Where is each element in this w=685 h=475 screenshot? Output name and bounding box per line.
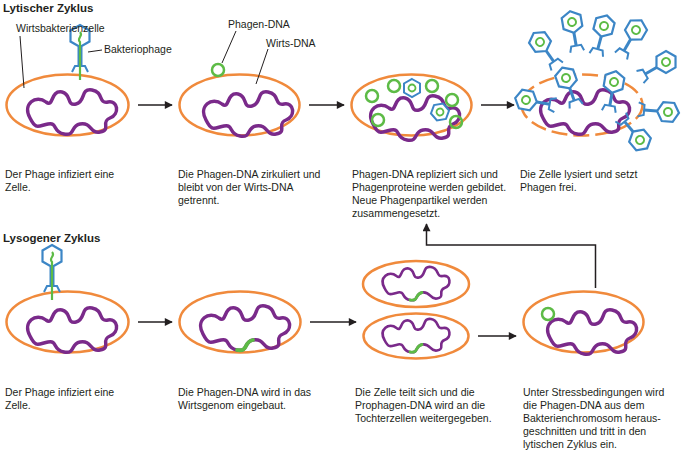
- host-dna: [541, 90, 630, 134]
- cell-outline: [178, 290, 302, 354]
- step-caption: Unter Stressbedingungen wird die Phagen-…: [523, 386, 675, 451]
- bacterial-cell: Der Phage infiziert eine Zelle.: [5, 73, 130, 137]
- cell-outline: [520, 73, 644, 137]
- bacterial-cell: Die Zelle lysiert und setzt Phagen frei.: [520, 73, 644, 137]
- bacterial-cell: Unter Stressbedingungen wird die Phagen-…: [522, 290, 645, 354]
- prophage-dna: [410, 293, 422, 301]
- phage-symbol: [613, 111, 654, 155]
- step-arrow: [427, 224, 596, 288]
- step-arrow: [478, 335, 516, 337]
- caption-group: Unter Stressbedingungen wird die Phagen-…: [523, 386, 675, 451]
- cell-membrane: [7, 292, 129, 353]
- leader-line: [256, 49, 268, 84]
- cell-membrane: [7, 75, 129, 136]
- phage-symbol: [553, 64, 585, 109]
- cell-membrane: [352, 75, 472, 136]
- host-dna: [204, 92, 293, 136]
- phage-head: [404, 79, 420, 97]
- host-dna: [28, 90, 117, 134]
- caption-group: Die Phagen-DNA wird in das Wirtsgenom ei…: [178, 386, 313, 412]
- cell-outline: [178, 73, 301, 137]
- phage-dna-circle: [388, 80, 400, 92]
- phage-symbol: [587, 13, 616, 58]
- callout-label: Bakteriophage: [104, 43, 172, 56]
- step-arrow: [138, 321, 172, 323]
- cell-outline: [5, 73, 130, 137]
- section-title: Lytischer Zyklus: [3, 2, 93, 15]
- phage-dna-circle: [446, 94, 458, 106]
- bacterial-cell: Die Zelle teilt sich und die Prophagen-D…: [362, 312, 470, 360]
- step-caption: Die Zelle teilt sich und die Prophagen-D…: [355, 386, 505, 425]
- injecting-phage: [43, 245, 62, 300]
- cell-outline: [522, 290, 645, 354]
- callout-label: Wirtsbakterienzelle: [16, 22, 105, 35]
- bacterial-cell: Die Phagen-DNA zirkuliert und bleibt von…: [178, 73, 301, 137]
- daughter-cell: [363, 261, 469, 307]
- prophage-dna: [410, 345, 422, 353]
- cell-membrane: [522, 75, 643, 136]
- phage-symbol: [613, 16, 650, 61]
- phage-head: [429, 101, 450, 123]
- step-arrow: [310, 321, 356, 323]
- host-dna: [28, 308, 117, 352]
- step-caption: Die Zelle lysiert und setzt Phagen frei.: [520, 168, 655, 194]
- cell-outline: [362, 312, 470, 360]
- bacterial-cell: Die Phagen-DNA wird in das Wirtsgenom ei…: [178, 290, 302, 354]
- caption-group: Der Phage infiziert eine Zelle.: [5, 168, 135, 194]
- phage-symbol: [599, 70, 625, 114]
- host-dna: [371, 96, 460, 140]
- step-arrow: [481, 104, 514, 106]
- leader-line: [88, 50, 102, 52]
- host-dna: [548, 310, 637, 354]
- phage-symbol: [561, 10, 587, 54]
- phage-dna-circle: [542, 308, 554, 320]
- prophage-dna: [237, 340, 253, 350]
- bacterial-cell: Phagen-DNA repliziert sich und Phagenpro…: [350, 73, 473, 137]
- step-arrow: [309, 104, 344, 106]
- step-caption: Die Phagen-DNA zirkuliert und bleibt von…: [178, 168, 323, 207]
- cell-membrane: [180, 292, 301, 353]
- phage-dna-circle: [366, 90, 378, 102]
- cell-outline: [5, 290, 130, 354]
- step-caption: Der Phage infiziert eine Zelle.: [5, 168, 135, 194]
- section-title: Lysogener Zyklus: [3, 232, 100, 245]
- callout-label: Phagen-DNA: [228, 18, 290, 31]
- host-dna: [383, 267, 450, 300]
- step-caption: Die Phagen-DNA wird in das Wirtsgenom ei…: [178, 386, 313, 412]
- phage-symbol: [514, 89, 558, 115]
- cell-membrane: [524, 292, 644, 353]
- caption-group: Die Zelle teilt sich und die Prophagen-D…: [355, 386, 505, 425]
- phage-dna-circle: [450, 116, 462, 128]
- cell-membrane: [180, 75, 300, 136]
- step-arrow: [138, 104, 172, 106]
- host-dna: [383, 319, 450, 352]
- phage-symbol: [637, 100, 679, 123]
- phage-dna-circle: [212, 64, 224, 76]
- phage-symbol: [526, 28, 565, 72]
- leader-line: [20, 36, 24, 88]
- bacterial-cell: Der Phage infiziert eine Zelle.: [5, 290, 130, 354]
- step-caption: Der Phage infiziert eine Zelle.: [5, 386, 135, 412]
- phage-dna-circle: [372, 114, 384, 126]
- caption-group: Die Phagen-DNA zirkuliert und bleibt von…: [178, 168, 323, 207]
- step-caption: Phagen-DNA repliziert sich und Phagenpro…: [352, 168, 512, 220]
- phage-symbol: [635, 48, 680, 85]
- callout-label: Wirts-DNA: [266, 37, 316, 50]
- phage-dna-circle: [426, 80, 438, 92]
- cell-outline: [350, 73, 473, 137]
- host-dna: [201, 306, 290, 350]
- caption-group: Phagen-DNA repliziert sich und Phagenpro…: [352, 168, 512, 220]
- caption-group: Der Phage infiziert eine Zelle.: [5, 386, 135, 412]
- cell-membrane: [364, 314, 469, 359]
- leader-line: [222, 31, 236, 63]
- caption-group: Die Zelle lysiert und setzt Phagen frei.: [520, 168, 655, 194]
